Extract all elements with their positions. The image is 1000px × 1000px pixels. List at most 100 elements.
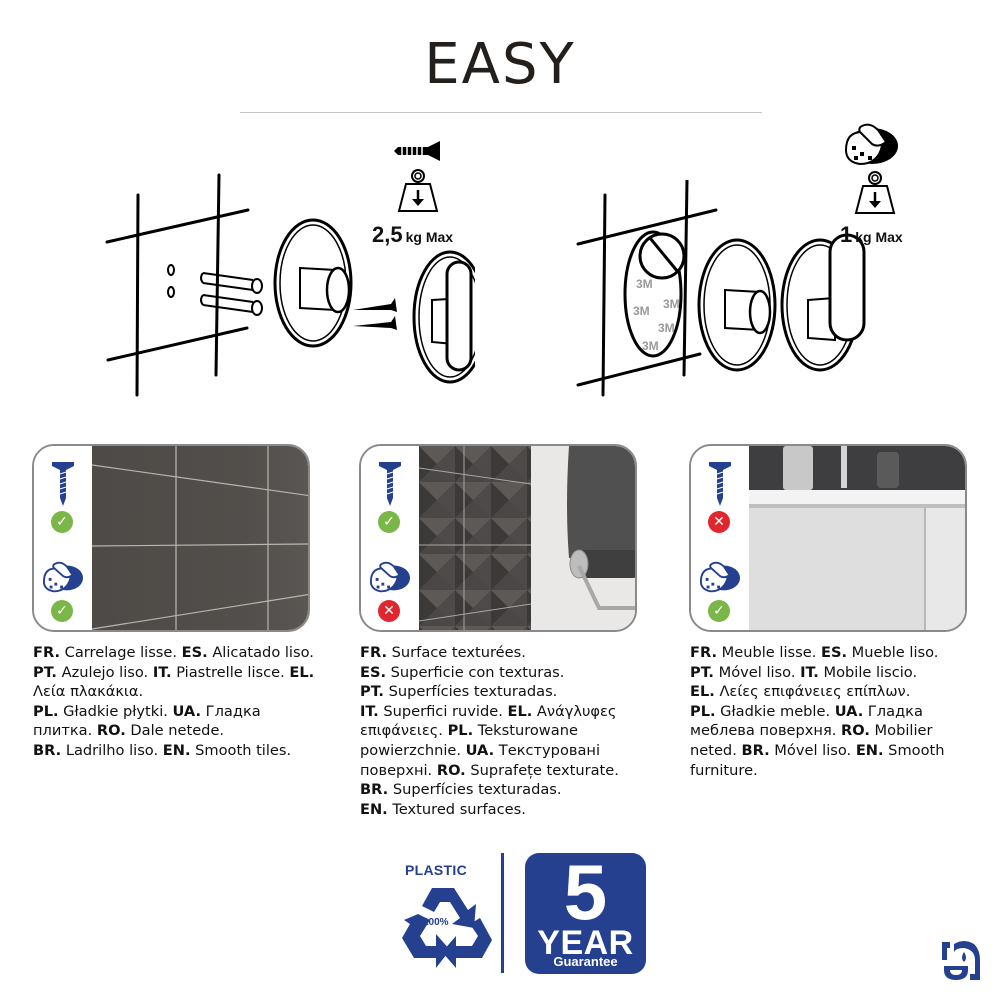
- hook-knob-left: [445, 260, 473, 372]
- adhesive-pad-icon: [42, 560, 84, 594]
- lang-code: UA.: [172, 702, 202, 720]
- lang-text: Móvel liso.: [769, 741, 856, 759]
- lang-code: RO.: [436, 761, 466, 779]
- lang-text: Λείες επιφάνειες επίπλων.: [714, 683, 911, 701]
- lang-code: IT.: [152, 663, 172, 681]
- compatibility-column: ✕ ✓: [691, 446, 749, 630]
- page-title: EASY: [424, 32, 576, 97]
- compatibility-column: ✓ ✓: [34, 446, 92, 630]
- screw-load-unit: kg Max: [405, 229, 454, 245]
- lang-text: Móvel liso.: [713, 663, 801, 681]
- lang-code: BR.: [741, 741, 770, 759]
- lang-text: Superfícies texturadas.: [388, 781, 562, 799]
- lang-code: PL.: [447, 722, 474, 740]
- lang-code: UA.: [834, 702, 864, 720]
- svg-text:3M: 3M: [633, 304, 650, 318]
- adhesive-pad-icon: [844, 123, 898, 166]
- lang-code: FR.: [33, 644, 61, 661]
- guarantee-years: 5: [563, 848, 608, 936]
- screw-compatible-check-icon: ✓: [51, 511, 73, 533]
- adhesive-compatible-check-icon: ✓: [51, 600, 73, 622]
- lang-code: FR.: [360, 644, 388, 661]
- lang-text: Piastrelle lisce.: [171, 663, 290, 681]
- adhesive-pad-icon: [369, 560, 411, 594]
- lang-text: Superfici ruvide.: [378, 702, 508, 720]
- surface-panel-smooth-tiles: ✓ ✓: [32, 444, 310, 632]
- lang-text: Ανάγλυφες επιφάνειες.: [360, 702, 617, 740]
- lang-code: EN.: [855, 741, 884, 759]
- lang-text: Textured surfaces.: [387, 800, 526, 818]
- lang-text: Текстуровані поверхні.: [360, 741, 601, 779]
- lang-code: PL.: [690, 702, 716, 720]
- screw-icon: [394, 141, 440, 161]
- svg-text:3M: 3M: [636, 277, 653, 291]
- lang-text: Mueble liso.: [847, 644, 939, 661]
- lang-code: IT.: [360, 702, 379, 720]
- lang-text: Suprafețe texturate.: [465, 761, 619, 779]
- lang-text: Гладка плитка.: [33, 702, 261, 740]
- plastic-label: PLASTIC: [405, 862, 467, 878]
- screw-compatible-check-icon: ✓: [378, 511, 400, 533]
- lang-text: Azulejo liso.: [56, 663, 153, 681]
- compatibility-column: ✓ ✕: [361, 446, 419, 630]
- surface-panel-textured: ✓ ✕: [359, 444, 637, 632]
- weight-icon: [854, 171, 896, 214]
- surface-panel-smooth-furniture: ✕ ✓: [689, 444, 967, 632]
- lang-code: RO.: [96, 722, 126, 740]
- guarantee-unit: YEAR: [537, 924, 634, 962]
- lang-text: Λεία πλακάκια.: [33, 683, 144, 701]
- lang-text: Gładkie meble.: [715, 702, 835, 720]
- lang-text: Ladrilho liso.: [61, 741, 163, 759]
- lang-code: ES.: [181, 644, 208, 661]
- svg-text:3M: 3M: [642, 339, 659, 353]
- lang-text: Teksturowane powierzchnie.: [360, 722, 578, 759]
- screw-icon: [369, 460, 411, 508]
- lang-text: Гладка меблева поверхня.: [690, 702, 923, 740]
- svg-text:3M: 3M: [663, 297, 680, 311]
- lang-code: IT.: [800, 663, 819, 681]
- recycle-percent: 100%: [423, 917, 449, 928]
- lang-code: EL.: [289, 663, 315, 681]
- screw-icon: [699, 460, 741, 508]
- svg-text:3M: 3M: [658, 321, 675, 335]
- description-smooth-furniture: FR. Meuble lisse. ES. Mueble liso. PT. M…: [690, 643, 980, 780]
- lang-code: EN.: [162, 741, 191, 759]
- textured-surfaces-photo: [419, 446, 635, 630]
- adhesive-load-value: 1: [840, 222, 853, 247]
- lang-code: PT.: [360, 683, 384, 701]
- lang-code: PL.: [33, 702, 59, 720]
- adhesive-incompatible-cross-icon: ✕: [378, 600, 400, 622]
- lang-text: Mobilier neted.: [690, 722, 933, 759]
- lang-text: Superficie con texturas.: [386, 663, 565, 681]
- guarantee-label: Guarantee: [553, 954, 618, 969]
- adhesive-pad-icon: [699, 560, 741, 594]
- lang-code: RO.: [841, 722, 870, 740]
- smooth-tiles-photo: [92, 446, 308, 630]
- lang-code: BR.: [360, 781, 389, 799]
- weight-icon: [397, 169, 439, 212]
- lang-text: Smooth furniture.: [690, 741, 945, 779]
- lang-text: Mobile liscio.: [818, 663, 918, 681]
- lang-code: UA.: [465, 741, 495, 759]
- guarantee-badge: 5 YEAR Guarantee: [525, 848, 646, 974]
- footer-divider: [501, 853, 504, 973]
- lang-code: EN.: [360, 800, 388, 818]
- lang-text: Meuble lisse.: [717, 644, 821, 661]
- title-divider: [240, 112, 762, 113]
- lang-text: Alicatado liso.: [207, 644, 314, 661]
- screw-icon: [42, 460, 84, 508]
- lang-code: ES.: [360, 663, 387, 681]
- description-textured: FR. Surface texturées. ES. Superficie co…: [360, 643, 650, 819]
- recycle-icon: [402, 888, 492, 968]
- lang-text: Dale netede.: [125, 722, 225, 740]
- lang-text: Surface texturées.: [387, 644, 526, 661]
- lang-text: Superfícies texturadas.: [383, 683, 558, 701]
- lang-code: BR.: [33, 741, 62, 759]
- adhesive-installation-illustration: 3M 3M 3M 3M 3M 3M: [576, 180, 866, 397]
- adhesive-compatible-check-icon: ✓: [708, 600, 730, 622]
- lang-code: PT.: [690, 663, 714, 681]
- lang-code: EL.: [690, 683, 715, 701]
- lang-text: Carrelage lisse.: [60, 644, 182, 661]
